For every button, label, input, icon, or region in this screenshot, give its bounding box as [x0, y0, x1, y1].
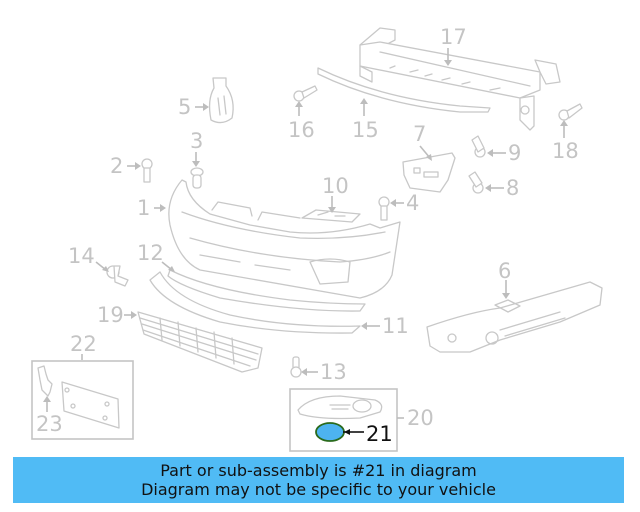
- part-17-reinforcement-bar[interactable]: [359, 27, 561, 131]
- callout-7[interactable]: 7: [413, 122, 427, 146]
- callout-1[interactable]: 1: [137, 196, 151, 220]
- callout-17[interactable]: 17: [440, 25, 467, 49]
- part-9-clip[interactable]: [471, 135, 486, 158]
- callout-5[interactable]: 5: [178, 95, 192, 119]
- part-22-license-bracket[interactable]: [61, 381, 120, 429]
- part-18-bolt[interactable]: [558, 103, 583, 121]
- callout-6[interactable]: 6: [498, 259, 512, 283]
- info-banner: Part or sub-assembly is #21 in diagram D…: [13, 457, 624, 503]
- callout-22[interactable]: 22: [70, 332, 97, 356]
- part-16-bolt[interactable]: [293, 85, 318, 102]
- part-7-bracket[interactable]: [402, 152, 456, 193]
- callout-9[interactable]: 9: [508, 141, 522, 165]
- callout-14[interactable]: 14: [68, 244, 95, 268]
- part-2-screw[interactable]: [141, 158, 153, 183]
- callout-12[interactable]: 12: [137, 241, 164, 265]
- callout-15[interactable]: 15: [352, 118, 379, 142]
- callout-16[interactable]: 16: [288, 118, 315, 142]
- callout-11[interactable]: 11: [382, 314, 409, 338]
- callout-19[interactable]: 19: [97, 303, 124, 327]
- leader-lines: [43, 48, 568, 412]
- banner-part-line: Part or sub-assembly is #21 in diagram: [160, 461, 477, 480]
- callout-23[interactable]: 23: [36, 412, 63, 436]
- part-23-bracket[interactable]: [37, 365, 53, 397]
- part-21-fog-lamp-cover[interactable]: [315, 422, 364, 442]
- part-11-trim[interactable]: [149, 271, 361, 334]
- part-6-energy-absorber[interactable]: [426, 281, 603, 353]
- group-20-box: [289, 388, 404, 452]
- part-14-bracket[interactable]: [106, 265, 129, 287]
- part-12-molding[interactable]: [167, 269, 366, 312]
- callout-3[interactable]: 3: [190, 129, 204, 153]
- callout-4[interactable]: 4: [406, 191, 420, 215]
- callout-13[interactable]: 13: [320, 360, 347, 384]
- part-1-bumper-cover[interactable]: [168, 179, 401, 299]
- part-15-absorber-strip[interactable]: [317, 67, 491, 113]
- part-10-bracket[interactable]: [301, 209, 361, 223]
- part-8-bolt[interactable]: [468, 171, 484, 194]
- part-4-bolt[interactable]: [378, 196, 390, 221]
- callout-20[interactable]: 20: [407, 406, 434, 430]
- group-22-box: [31, 354, 134, 440]
- callout-2[interactable]: 2: [110, 154, 124, 178]
- part-13-screw[interactable]: [290, 356, 302, 378]
- part-5-grease-bag[interactable]: [208, 77, 234, 124]
- callout-10[interactable]: 10: [322, 174, 349, 198]
- callout-18[interactable]: 18: [552, 139, 579, 163]
- part-20-fog-bezel[interactable]: [297, 395, 383, 420]
- banner-disclaimer-line: Diagram may not be specific to your vehi…: [141, 480, 496, 499]
- callout-21[interactable]: 21: [366, 422, 393, 446]
- part-3-clip[interactable]: [190, 167, 204, 189]
- callout-8[interactable]: 8: [506, 176, 520, 200]
- part-19-lower-grille[interactable]: [137, 311, 263, 373]
